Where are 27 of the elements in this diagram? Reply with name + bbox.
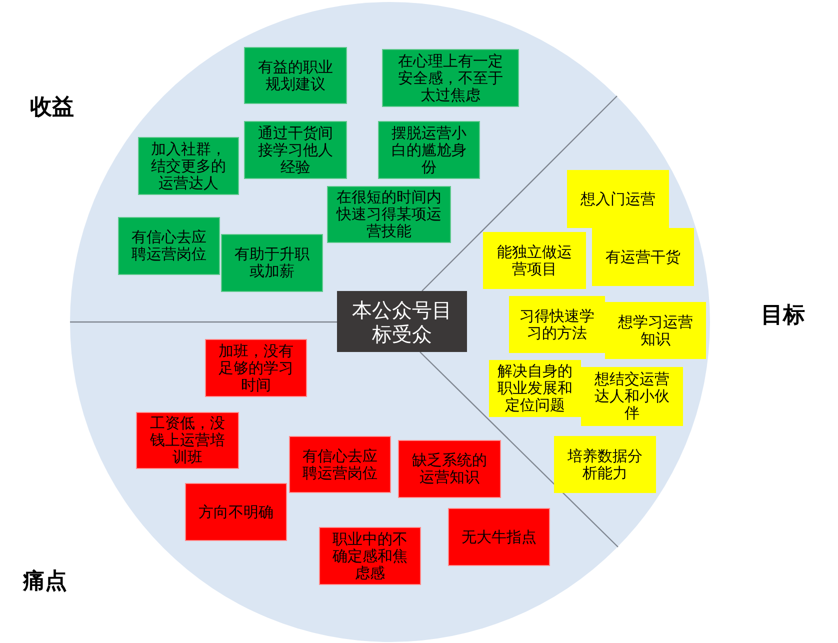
note-card: 在很短的时间内快速习得某项运营技能 (327, 186, 451, 243)
note-card: 想入门运营 (567, 170, 669, 228)
note-card: 培养数据分析能力 (554, 436, 656, 493)
section-heading: 痛点 (23, 569, 67, 595)
note-card: 加班，没有足够的学习时间 (205, 339, 307, 397)
note-card: 有信心去应聘运营岗位 (118, 217, 220, 275)
note-card: 有运营干货 (592, 228, 694, 286)
note-card: 通过干货间接学习他人经验 (244, 121, 347, 179)
note-card: 解决自身的职业发展和定位问题 (489, 360, 581, 417)
note-card: 方向不明确 (185, 483, 287, 541)
note-card: 工资低，没钱上运营培训班 (136, 412, 239, 469)
note-card: 有助于升职或加薪 (221, 234, 323, 292)
title-box: 本公众号目标受众 (337, 291, 467, 352)
section-heading: 目标 (761, 303, 805, 329)
note-card: 摆脱运营小白的尴尬身份 (378, 121, 480, 179)
note-card: 有益的职业规划建议 (244, 47, 347, 104)
note-card: 想学习运营知识 (605, 302, 706, 359)
note-card: 职业中的不确定感和焦虑感 (319, 527, 421, 585)
note-card: 无大牛指点 (448, 508, 550, 566)
note-card: 缺乏系统的运营知识 (398, 440, 501, 498)
note-card: 能独立做运营项目 (483, 232, 586, 289)
section-heading: 收益 (30, 95, 74, 121)
note-card: 有信心去应聘运营岗位 (289, 436, 391, 493)
note-card: 习得快速学习的方法 (509, 296, 605, 353)
note-card: 想结交运营达人和小伙伴 (581, 367, 683, 426)
note-card: 加入社群，结交更多的运营达人 (138, 137, 239, 195)
note-card: 在心理上有一定安全感，不至于太过焦虑 (382, 49, 519, 107)
